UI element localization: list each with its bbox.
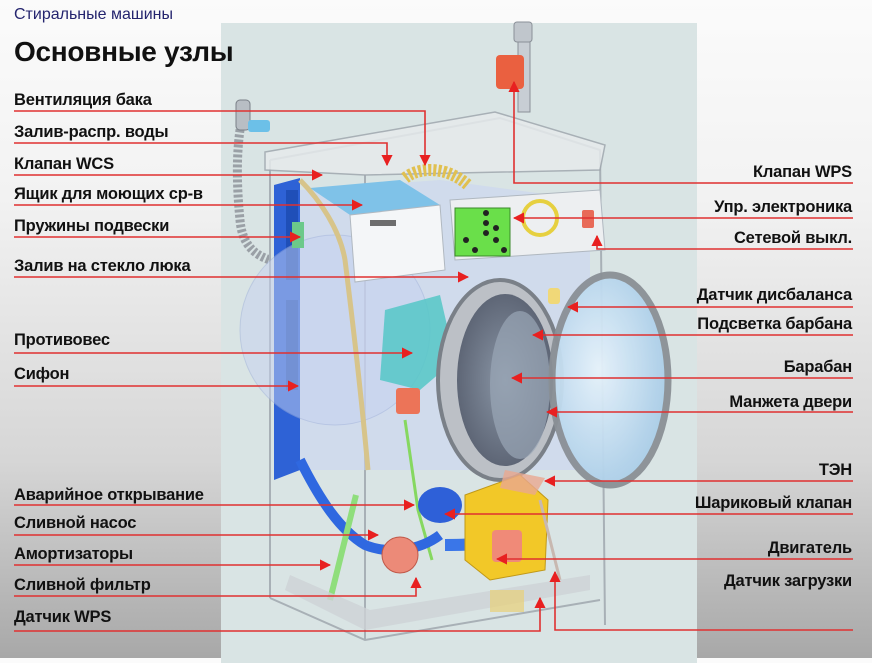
label-motor: Двигатель (767, 539, 852, 557)
label-counterweight: Противовес (14, 331, 110, 349)
callout-lines-right (443, 80, 853, 631)
label-wps-valve: Клапан WPS (752, 163, 852, 181)
label-detergent-drawer: Ящик для моющих ср-в (14, 185, 203, 203)
callout-tank-vent (14, 110, 431, 167)
base-tray (285, 575, 590, 630)
door-part (548, 271, 672, 489)
inlet-hose (232, 99, 272, 265)
tank-vent-part (401, 164, 472, 190)
label-wps-sensor: Датчик WPS (14, 608, 112, 626)
section-subtitle: Стиральные машины (14, 6, 173, 23)
label-suspension-springs: Пружины подвески (14, 217, 170, 235)
shock-absorber-part (327, 494, 359, 601)
imbalance-sensor-part (548, 288, 560, 304)
wps-sensor-part (490, 590, 524, 612)
callout-load-sensor (549, 570, 853, 631)
label-door-glass-inlet: Залив на стекло люка (14, 257, 191, 275)
drum-part (436, 278, 564, 482)
label-heater: ТЭН (818, 461, 852, 479)
label-wcs-valve: Клапан WCS (14, 155, 114, 173)
heater-part (500, 470, 545, 495)
wps-valve-part (496, 21, 533, 113)
drain-filter-part (381, 536, 419, 574)
callout-wps-valve (508, 80, 853, 184)
detergent-drawer-part (310, 180, 446, 283)
label-mains-switch: Сетевой выкл. (733, 229, 852, 247)
label-siphon: Сифон (14, 365, 70, 383)
callout-mains-switch (591, 234, 853, 250)
label-water-inlet-dist: Залив-распр. воды (14, 123, 169, 141)
label-tank-vent: Вентиляция бака (14, 91, 152, 109)
control-panel-part (449, 189, 606, 261)
glass-inlet-tube (298, 178, 371, 471)
page-title: Основные узлы (14, 36, 234, 67)
top-lid (264, 111, 606, 176)
callout-drain-filter (14, 576, 422, 597)
label-drain-pump: Сливной насос (14, 514, 137, 532)
drain-hose (295, 457, 443, 556)
label-imbalance-sensor: Датчик дисбаланса (696, 286, 853, 304)
label-door-seal: Манжета двери (729, 393, 852, 411)
callout-lines-left (14, 110, 546, 632)
label-emergency-release: Аварийное открывание (14, 486, 204, 504)
label-drum: Барабан (783, 358, 852, 376)
callout-water-inlet (14, 142, 393, 167)
door-lock-part (396, 388, 420, 414)
counterweight-part (380, 295, 455, 390)
label-load-sensor: Датчик загрузки (723, 572, 852, 590)
callout-wps-sensor (14, 596, 546, 632)
label-drain-filter: Сливной фильтр (14, 576, 151, 594)
label-ball-valve: Шариковый клапан (694, 494, 852, 512)
label-control-electronics: Упр. электроника (714, 198, 852, 216)
suspension-spring-part (292, 222, 304, 248)
label-drum-light: Подсветка барбана (697, 315, 852, 333)
label-shock-absorbers: Амортизаторы (14, 545, 133, 563)
